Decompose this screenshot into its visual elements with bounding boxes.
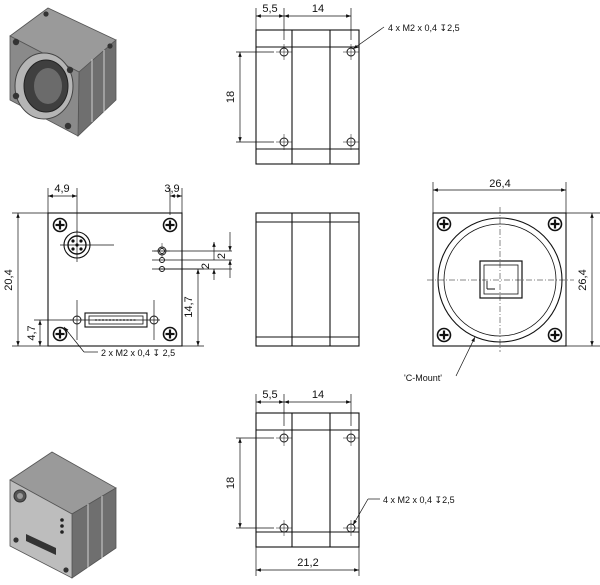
iso-view-front: [9, 7, 117, 137]
dim-top-18: 18: [225, 91, 237, 103]
dim-rear-14-7: 14,7: [183, 296, 195, 317]
dim-rear-4-7: 4,7: [26, 325, 38, 340]
dim-rear-2b: 2: [200, 263, 212, 269]
dim-front-width: 26,4: [489, 178, 510, 190]
dim-front-height: 26,4: [577, 269, 589, 290]
iso-view-rear: [9, 451, 117, 579]
dim-rear-2a: 2: [216, 253, 228, 259]
callout-rear-holes: 2 x M2 x 0,4 ↧ 2,5: [101, 348, 175, 358]
top-view: 5,5 14 18 4 x M2 x 0,4 ↧2,5: [225, 3, 460, 165]
bottom-view: 5,5 14 18 21,2 4 x M2 x 0,4 ↧2,5: [225, 389, 455, 576]
callout-bottom-holes: 4 x M2 x 0,4 ↧2,5: [383, 495, 455, 505]
dim-bottom-14: 14: [312, 389, 324, 401]
dim-rear-20-4: 20,4: [3, 269, 15, 290]
dim-top-14: 14: [312, 3, 324, 15]
callout-top-holes: 4 x M2 x 0,4 ↧2,5: [388, 23, 460, 33]
dim-rear-3-9: 3,9: [164, 183, 179, 195]
front-view: 26,4 26,4 'C-Mount': [404, 178, 600, 383]
dim-bottom-21-2: 21,2: [297, 557, 318, 569]
callout-c-mount: 'C-Mount': [404, 373, 442, 383]
dim-top-5-5: 5,5: [262, 3, 277, 15]
dim-rear-4-9: 4,9: [54, 183, 69, 195]
dim-bottom-5-5: 5,5: [262, 389, 277, 401]
rear-view: 4,9 3,9 20,4 4,7 14,7 2 2 2 x M2 x 0,4 ↧…: [3, 183, 232, 358]
side-view: [255, 212, 360, 347]
dim-bottom-18: 18: [225, 477, 237, 489]
